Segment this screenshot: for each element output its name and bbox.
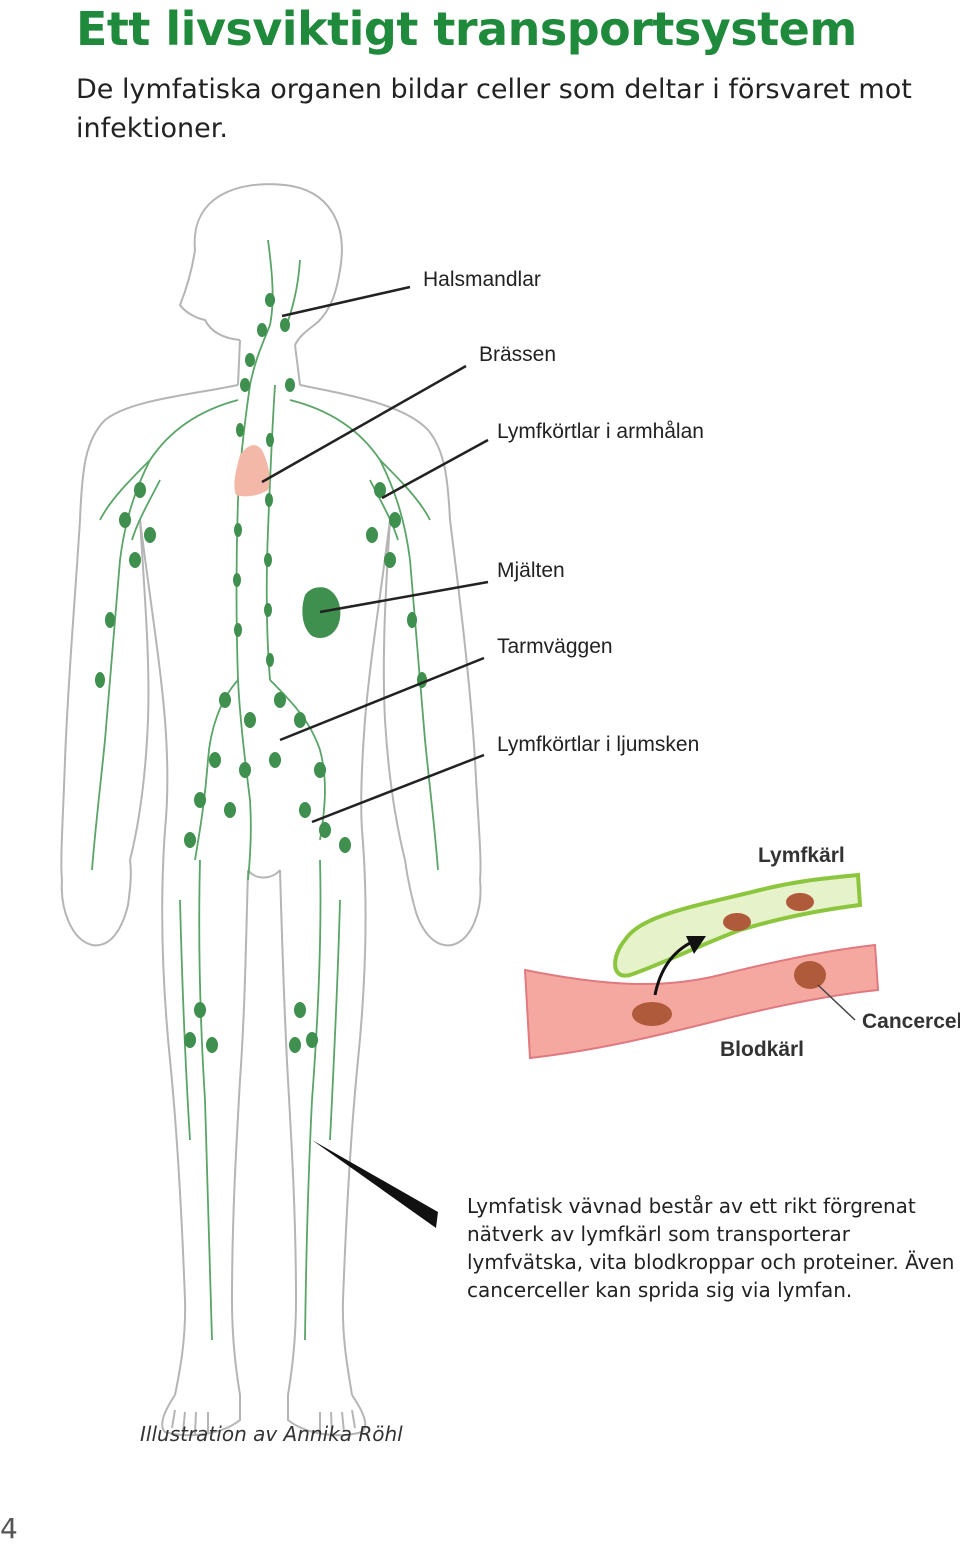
label-ljumsken: Lymfkörtlar i ljumsken <box>497 733 700 756</box>
label-halsmandlar: Halsmandlar <box>423 268 541 291</box>
label-armhalan: Lymfkörtlar i armhålan <box>497 420 704 443</box>
caption-pointer <box>312 1140 438 1228</box>
illustration-credit: Illustration av Annika Röhl <box>140 1422 403 1446</box>
label-brassen: Brässen <box>479 343 557 366</box>
cancer-cell <box>786 893 814 911</box>
body-outline <box>60 183 482 1437</box>
lymph-nodes <box>95 293 427 1053</box>
cancercell-pointer <box>817 984 856 1021</box>
label-tarmvaggen: Tarmväggen <box>497 635 613 658</box>
lymph-vessel-network <box>91 239 439 1341</box>
vessel-inset: Lymfkärl Blodkärl Cancercell <box>523 844 960 1061</box>
thymus-organ <box>234 445 270 497</box>
page-subtitle: De lymfatiska organen bildar celler som … <box>76 74 912 144</box>
pointer-lines <box>261 285 489 824</box>
caption-text: Lymfatisk vävnad består av ett rikt förg… <box>467 1194 955 1302</box>
cancer-cell <box>723 913 751 931</box>
arrow-head-icon <box>686 936 706 954</box>
lymfkarl-label: Lymfkärl <box>758 844 845 867</box>
label-mjalten: Mjälten <box>497 559 565 582</box>
migration-arrow <box>653 940 693 996</box>
cancercell-label: Cancercell <box>862 1010 960 1033</box>
page-number: 4 <box>0 1512 18 1545</box>
lymphatic-system-illustration: Lymfkärl Blodkärl Cancercell <box>60 183 960 1437</box>
blood-vessel <box>523 943 880 1060</box>
page-title: Ett livsviktigt transportsystem <box>76 2 857 56</box>
cancer-cell <box>632 1002 672 1026</box>
cancer-cell <box>794 961 826 989</box>
blodkarl-label: Blodkärl <box>720 1038 804 1061</box>
